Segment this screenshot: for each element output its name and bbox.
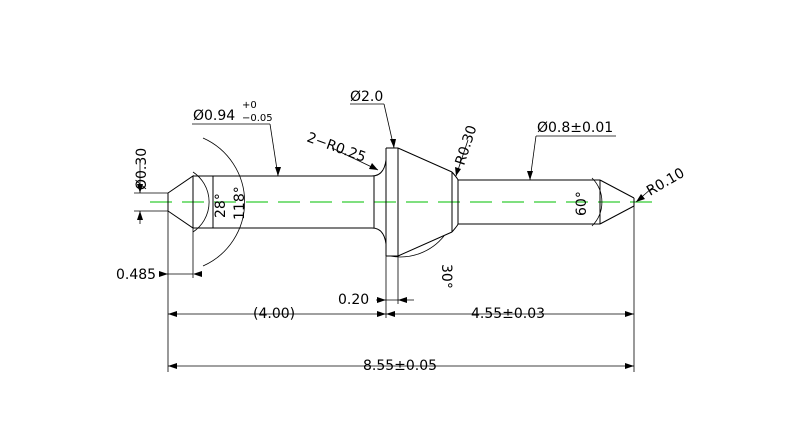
dim-shank-diameter: Ø0.94 [193,108,235,124]
dim-angle-collar-taper: 30° [438,264,454,289]
dim-left-chamfer-length: 0.485 [116,267,156,283]
dim-collar-diameter: Ø2.0 [350,89,383,105]
dim-radius-pair: 2−R0.25 [305,130,368,166]
dim-shank-tol-lower: −0.05 [242,113,273,124]
dim-total-length: 8.55±0.05 [363,358,437,374]
dim-radius-tip: R0.10 [644,165,687,199]
dim-radius-neck: R0.30 [453,123,481,167]
arrowheads [137,139,645,369]
dim-angle-tip-cone: 60° [574,191,590,216]
dim-angle-small-cone: 28° [213,193,229,218]
dim-pin-diameter: Ø0.8±0.01 [537,120,613,136]
dim-tip-small: Ø0.30 [134,148,150,190]
dim-shank-tol-upper: +0 [242,100,257,111]
dim-collar-length: 0.20 [338,292,369,308]
dim-left-length: (4.00) [253,306,295,322]
dim-angle-large-cone: 118° [232,186,248,220]
dim-right-length: 4.55±0.03 [471,306,545,322]
